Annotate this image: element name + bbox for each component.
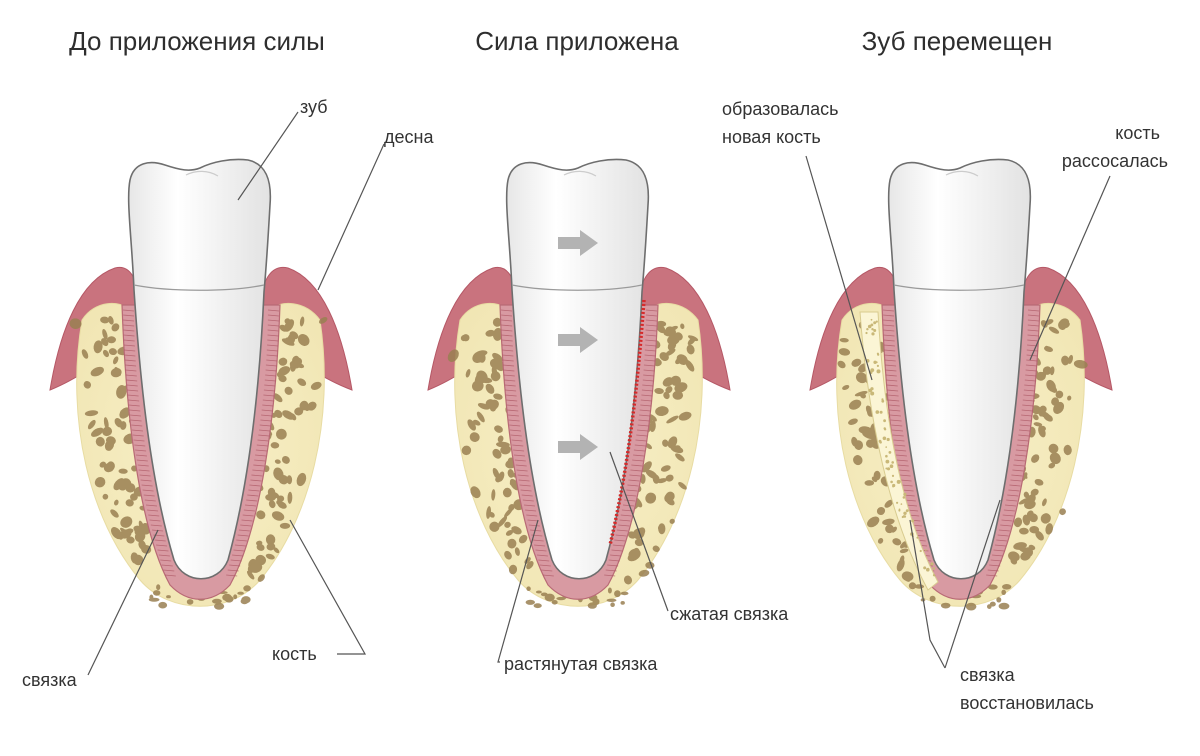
force-arrow-icon [558, 327, 598, 353]
tooth-panel-1 [49, 158, 353, 610]
leader-bone-resorbed [1029, 175, 1111, 361]
panel-title-before: До приложения силы [69, 26, 325, 56]
tooth-panel-3 [809, 158, 1113, 611]
label-stretched-ligament: растянутая связка [504, 654, 658, 674]
label-gum: десна [384, 127, 434, 147]
cusp-detail [945, 170, 979, 177]
tooth-panel-2 [427, 158, 731, 609]
label-bone-resorbed-line1: кость [1115, 123, 1160, 143]
leader-stretched-ligament [497, 519, 539, 663]
compressed-ligament-mark [608, 299, 646, 546]
force-arrow-icon [558, 230, 598, 256]
leader-tooth [237, 111, 299, 201]
panel-title-moved: Зуб перемещен [861, 26, 1053, 56]
leader-gum [317, 143, 385, 291]
label-compressed-ligament: сжатая связка [670, 604, 789, 624]
label-ligament-restored-line1: связка [960, 665, 1015, 685]
label-bone-resorbed-line2: рассосалась [1061, 151, 1168, 171]
label-bone: кость [272, 644, 317, 664]
leader-bone [289, 519, 367, 655]
leader-new-bone [805, 155, 873, 381]
label-new-bone-line1: образовалась [722, 99, 839, 119]
label-tooth: зуб [300, 97, 328, 117]
label-new-bone-line2: новая кость [722, 127, 821, 147]
cusp-detail [563, 170, 597, 177]
trabecular-pattern [447, 317, 699, 609]
panel-title-applied: Сила приложена [475, 26, 679, 56]
cusp-detail [185, 170, 219, 177]
tooth-shape [505, 158, 650, 580]
new-bone-strip [859, 311, 939, 591]
leader-ligament-restored-b [944, 499, 1001, 669]
force-arrows [558, 230, 598, 460]
enamel-line [893, 284, 1025, 291]
enamel-line [133, 284, 265, 291]
leader-ligament [87, 529, 159, 676]
ligament-fibers [122, 309, 280, 577]
ligament-fibers [500, 309, 658, 577]
new-bone-texture [865, 318, 936, 577]
leader-compressed-ligament [609, 451, 669, 612]
force-arrow-icon [558, 434, 598, 460]
tooth-shape [127, 158, 272, 580]
label-ligament-restored-line2: восстановилась [960, 693, 1094, 713]
label-ligament: связка [22, 670, 77, 690]
enamel-line [511, 284, 643, 291]
leader-ligament-restored-a [909, 519, 946, 669]
tooth-shape [887, 158, 1032, 580]
